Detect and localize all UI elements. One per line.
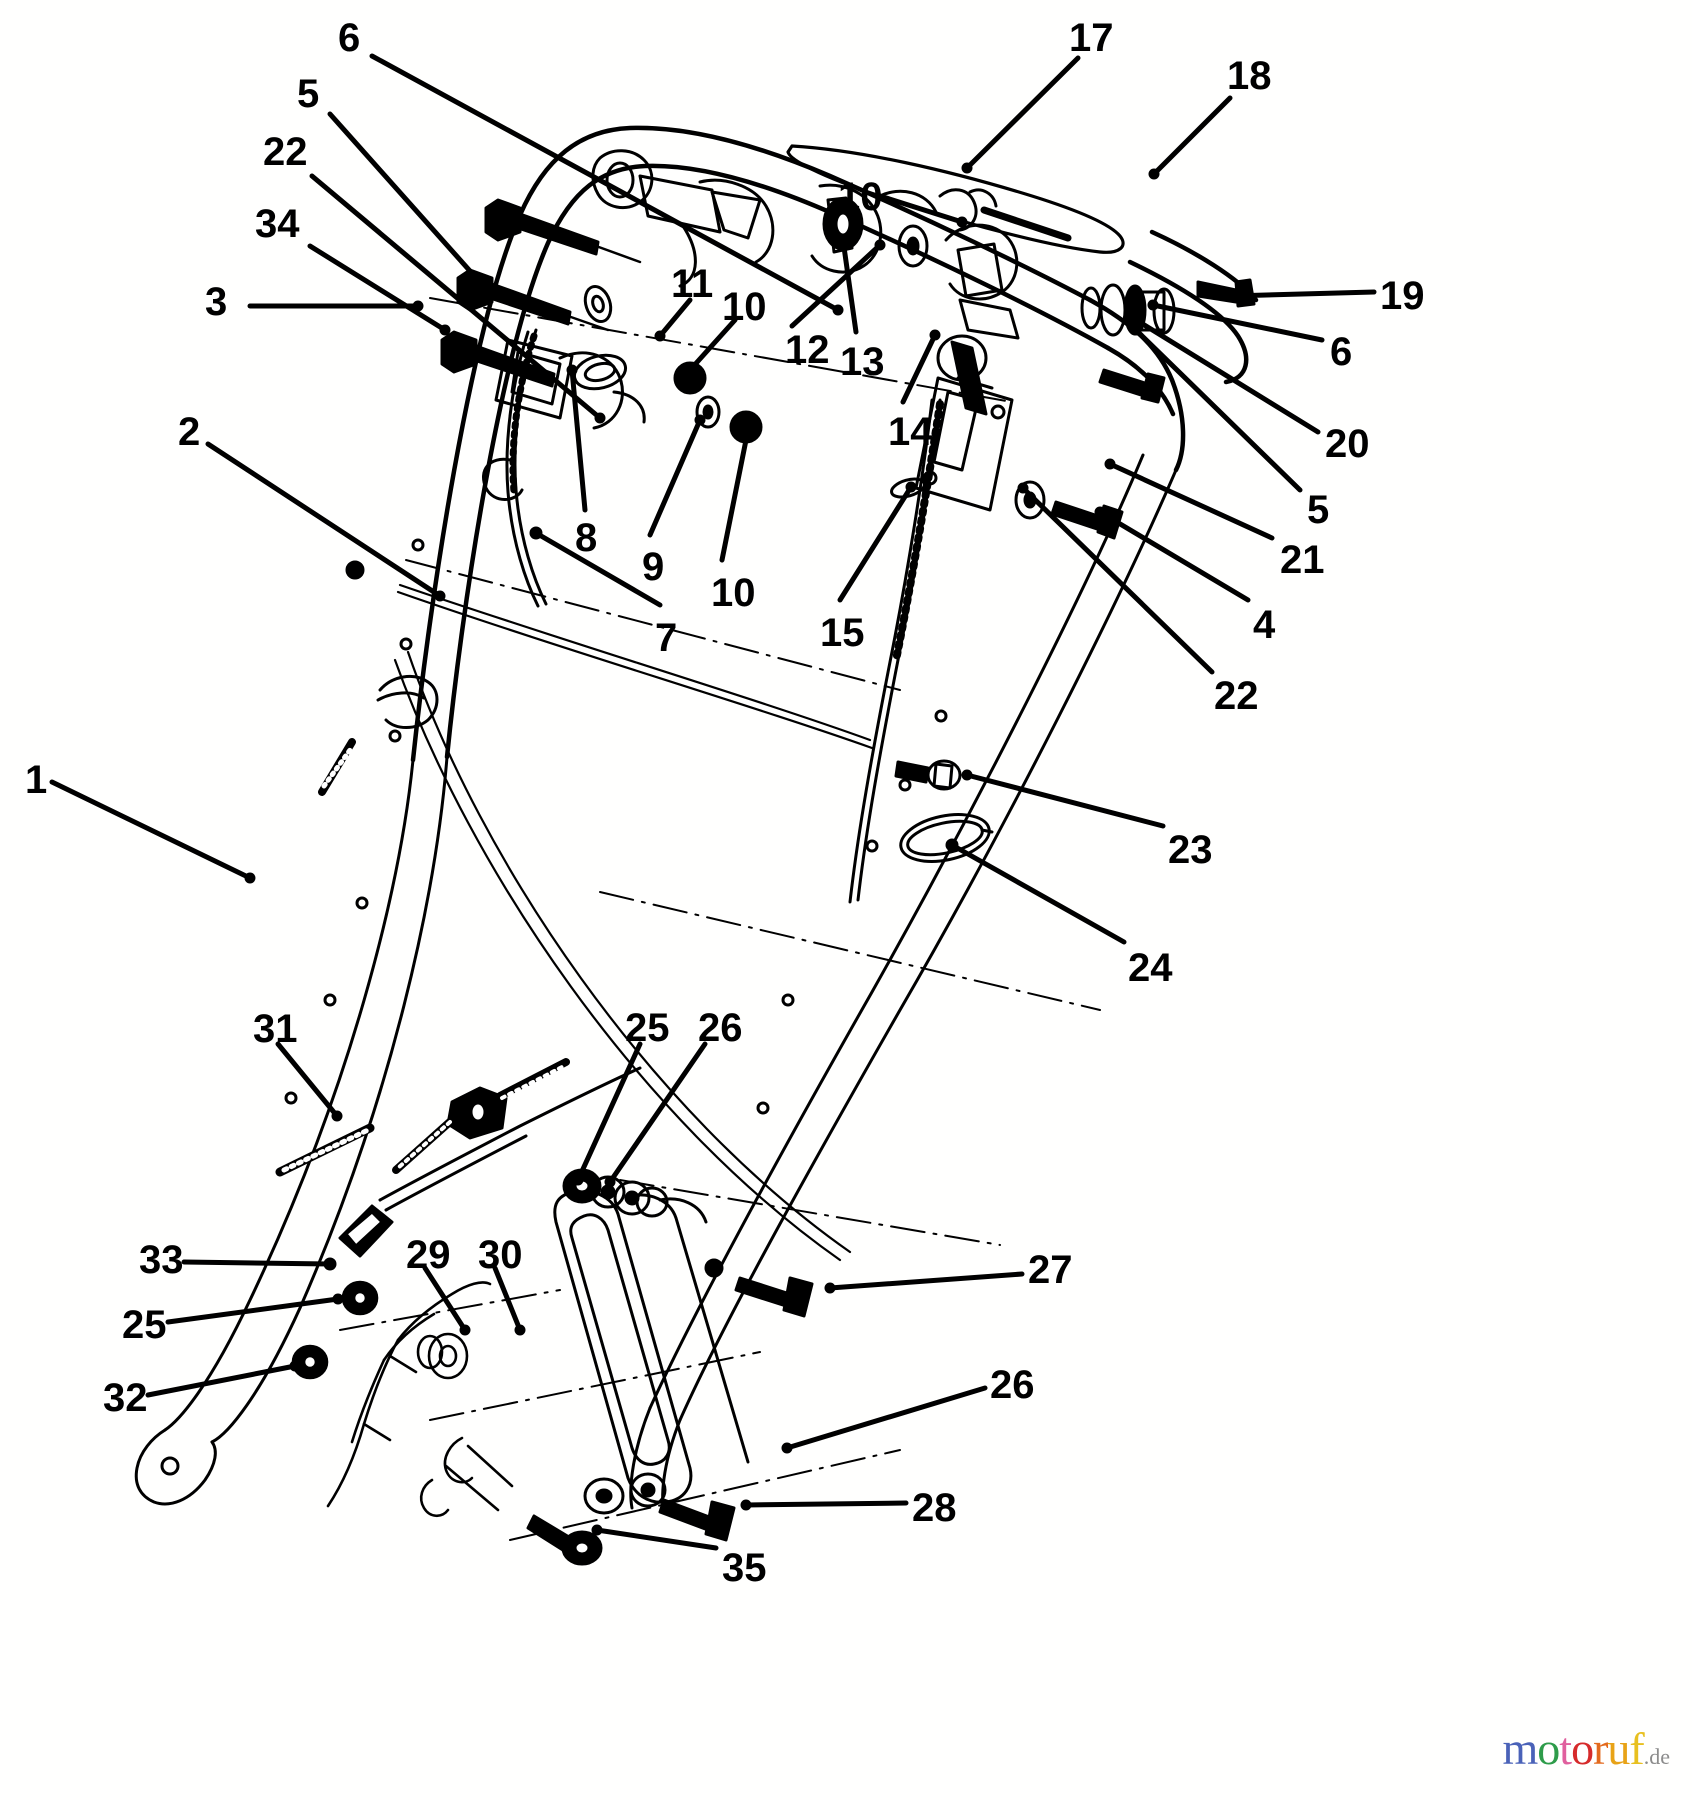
callout-21[interactable]: 21 <box>1280 538 1325 582</box>
carriage-bolt <box>1196 278 1256 308</box>
callout-18[interactable]: 18 <box>1227 54 1272 98</box>
centerlines <box>339 297 1101 1541</box>
callout-8[interactable]: 8 <box>575 516 598 560</box>
handle-upper-bar <box>410 125 1259 763</box>
callout-3[interactable]: 3 <box>205 280 228 324</box>
callout-6b[interactable]: 6 <box>1330 330 1353 374</box>
callout-11[interactable]: 11 <box>671 262 714 306</box>
callout-22[interactable]: 22 <box>263 130 308 174</box>
callout-26[interactable]: 26 <box>698 1006 743 1050</box>
callout-31[interactable]: 31 <box>253 1007 298 1051</box>
motoruf-watermark: motoruf.de <box>1503 1726 1670 1780</box>
handle-grip-pad <box>786 144 1125 254</box>
callout-22b[interactable]: 22 <box>1214 674 1259 718</box>
hex-bolt <box>1050 500 1124 540</box>
callout-35[interactable]: 35 <box>722 1546 767 1590</box>
hex-bolt <box>484 198 642 264</box>
callout-12[interactable]: 12 <box>785 328 830 372</box>
callout-33[interactable]: 33 <box>139 1238 184 1282</box>
hex-bolt <box>1098 368 1166 404</box>
callout-24[interactable]: 24 <box>1128 946 1173 990</box>
callout-19[interactable]: 19 <box>1380 274 1425 318</box>
callout-10c[interactable]: 10 <box>711 571 756 615</box>
callout-1[interactable]: 1 <box>25 758 48 802</box>
callout-14[interactable]: 14 <box>888 410 933 454</box>
callout-17[interactable]: 17 <box>1069 16 1114 60</box>
callout-27[interactable]: 27 <box>1028 1248 1073 1292</box>
callout-23[interactable]: 23 <box>1168 828 1213 872</box>
watermark-letter-o2: o <box>1571 1723 1594 1774</box>
deck-contour-lines <box>393 583 874 1262</box>
left-handle-rail <box>134 538 449 1506</box>
watermark-letter-r: r <box>1593 1723 1608 1774</box>
link-arm-assembly <box>526 1168 814 1566</box>
lower-cable-assembly <box>275 1058 642 1258</box>
callout-9[interactable]: 9 <box>642 545 665 589</box>
callout-25b[interactable]: 25 <box>122 1303 167 1347</box>
callout-30[interactable]: 30 <box>478 1233 523 1277</box>
watermark-letter-f: f <box>1629 1723 1644 1774</box>
upper-left-fastener-group <box>440 198 642 388</box>
leader-lines <box>49 53 1377 1551</box>
callout-10[interactable]: 10 <box>838 175 883 219</box>
callout-20[interactable]: 20 <box>1325 422 1370 466</box>
leader-endpoints <box>244 162 1237 1536</box>
callout-34[interactable]: 34 <box>255 202 300 246</box>
right-control-bracket <box>890 223 1020 512</box>
callout-10b[interactable]: 10 <box>722 285 767 329</box>
watermark-letter-o1: o <box>1537 1723 1560 1774</box>
callout-13[interactable]: 13 <box>840 340 885 384</box>
control-cable <box>482 328 944 904</box>
watermark-letter-m: m <box>1502 1723 1539 1774</box>
callout-28[interactable]: 28 <box>912 1486 957 1530</box>
watermark-letter-t: t <box>1559 1723 1572 1774</box>
hex-bolt <box>440 330 556 388</box>
right-handle-rail <box>629 453 1178 1514</box>
callout-5b[interactable]: 5 <box>1307 488 1330 532</box>
callout-32[interactable]: 32 <box>103 1376 148 1420</box>
callout-29[interactable]: 29 <box>406 1233 451 1277</box>
watermark-letter-u: u <box>1607 1723 1630 1774</box>
upper-bracket-cluster <box>591 149 1072 288</box>
callout-7[interactable]: 7 <box>655 616 678 660</box>
lower-left-arm <box>291 1280 514 1518</box>
watermark-tld: .de <box>1643 1744 1670 1769</box>
callout-2[interactable]: 2 <box>178 410 201 454</box>
callout-5[interactable]: 5 <box>297 72 320 116</box>
callout-26b[interactable]: 26 <box>990 1363 1035 1407</box>
mid-hardware <box>894 759 994 863</box>
callout-15[interactable]: 15 <box>820 611 865 655</box>
callout-6[interactable]: 6 <box>338 16 361 60</box>
callout-4[interactable]: 4 <box>1253 603 1276 647</box>
cable-clamp-assembly <box>494 338 763 444</box>
callout-25[interactable]: 25 <box>625 1006 670 1050</box>
